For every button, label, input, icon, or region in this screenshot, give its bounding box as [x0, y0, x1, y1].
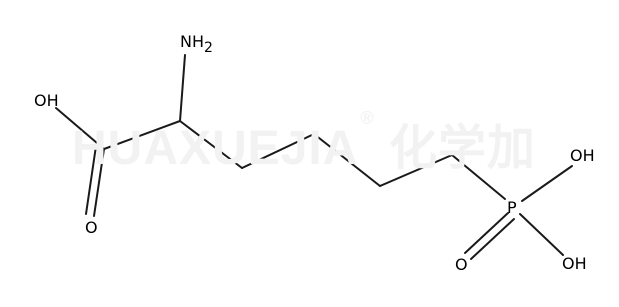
bond-p-oh-bottom — [519, 213, 564, 256]
bond-c1-c2 — [103, 120, 181, 150]
phosphonic-oh-bottom-label: OH — [562, 254, 587, 273]
bond-oh-carboxyl — [55, 107, 105, 150]
watermark-cjk-text: 化学加 — [389, 122, 537, 175]
amine-subscript: 2 — [204, 40, 213, 56]
bond-carbonyl-1 — [93, 148, 105, 217]
bond-p-o-double-1 — [464, 212, 509, 254]
bond-p-oh-top — [521, 165, 573, 202]
amine-n-label: NH2 — [180, 32, 213, 56]
phosphorus-label: P — [507, 198, 517, 217]
bond-p-o-double-2 — [470, 218, 515, 260]
amine-h-glyph: H — [192, 32, 204, 51]
carbonyl-o-label: O — [85, 218, 98, 237]
bond-carbonyl-2 — [85, 145, 97, 215]
carboxyl-oh-label: OH — [34, 91, 59, 110]
bond-c4-c5 — [313, 133, 381, 187]
bond-c6-p — [451, 154, 506, 200]
watermark: HUAXUEJIA® 化学加 — [72, 108, 536, 178]
bond-c2-c3 — [179, 120, 243, 169]
bond-c3-c4 — [241, 133, 315, 169]
bond-c5-c6 — [379, 154, 453, 187]
watermark-text: HUAXUEJIA — [72, 122, 359, 175]
bond-c2-n — [179, 54, 186, 122]
watermark-registered-mark: ® — [360, 108, 375, 128]
phosphonic-oh-top-label: OH — [570, 146, 595, 165]
amine-n-glyph: N — [180, 32, 192, 51]
phosphoryl-o-label: O — [455, 255, 468, 274]
